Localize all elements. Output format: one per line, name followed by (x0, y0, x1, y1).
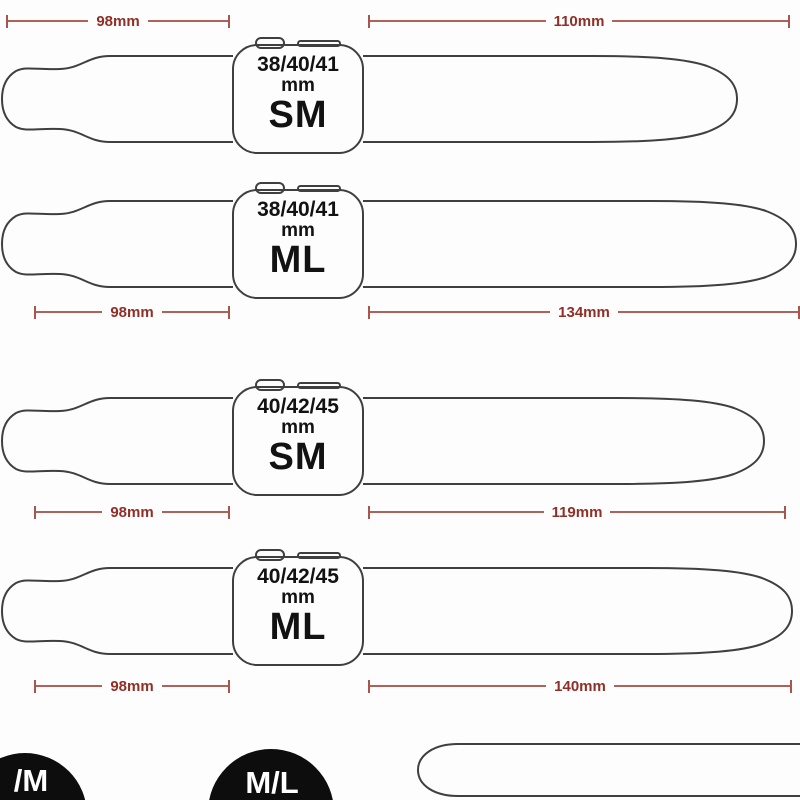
band-4-case-button (255, 549, 285, 561)
case-size-text: 40/42/45 (257, 395, 339, 418)
band-3-case-button (255, 379, 285, 391)
band-3-right-strap (363, 397, 766, 485)
case-unit-text: mm (281, 75, 315, 96)
dim-segment (370, 311, 551, 313)
dim-tick (798, 305, 800, 319)
dim-segment (36, 311, 103, 313)
dim-line-left-band4: 98mm (34, 677, 231, 695)
dim-segment (613, 685, 791, 687)
band-1 (0, 37, 739, 154)
band-3-left-strap (0, 397, 233, 485)
dim-tick (228, 505, 231, 519)
dim-tick (34, 679, 36, 693)
case-size-text: 38/40/41 (257, 198, 339, 221)
size-badge-right-label: M/L (245, 765, 299, 800)
dim-line-right-band2: 134mm (368, 303, 800, 321)
band-2-case-button (255, 182, 285, 194)
case-label-band2: 38/40/41 mm ML (233, 199, 363, 279)
dim-tick (784, 505, 786, 519)
dim-segment (161, 685, 229, 687)
case-label-band4: 40/42/45 mm ML (233, 566, 363, 646)
dim-tick (790, 679, 793, 693)
dim-line-left-band2: 98mm (34, 303, 231, 321)
band-fit-text: SM (268, 436, 328, 478)
dim-segment (147, 20, 229, 22)
band-4-left-strap (0, 567, 233, 655)
band-fit-text: ML (269, 239, 327, 281)
case-unit-text: mm (281, 220, 315, 241)
dim-segment (612, 20, 788, 22)
size-badge-left-circle (0, 753, 86, 800)
case-label-band1: 38/40/41 mm SM (233, 54, 363, 134)
dim-label-right-band3: 119mm (551, 503, 603, 521)
band-3-case-crown-slot (297, 382, 341, 389)
dim-tick (34, 305, 36, 319)
band-fit-text: ML (269, 606, 327, 648)
dim-line-left-band1: 98mm (6, 12, 231, 30)
dim-line-right-band4: 140mm (368, 677, 793, 695)
band-4 (0, 549, 794, 666)
band-1-case-button (255, 37, 285, 49)
dim-segment (161, 511, 229, 513)
band-2-left-strap (0, 200, 233, 288)
dim-segment (36, 685, 103, 687)
dim-line-right-band1: 110mm (368, 12, 790, 30)
dim-tick (368, 505, 370, 519)
band-3 (0, 379, 766, 496)
dim-label-right-band2: 134mm (558, 303, 610, 321)
case-unit-text: mm (281, 417, 315, 438)
dim-segment (617, 311, 799, 313)
case-label-band3: 40/42/45 mm SM (233, 396, 363, 476)
footer-shapes (0, 743, 800, 800)
case-size-text: 38/40/41 (257, 53, 339, 76)
dim-tick (228, 14, 231, 28)
band-2-case-crown-slot (297, 185, 341, 192)
band-4-case-crown-slot (297, 552, 341, 559)
size-badge-right-circle (209, 749, 333, 800)
dim-tick (368, 14, 370, 28)
band-4-right-strap (363, 567, 794, 655)
dim-segment (8, 20, 89, 22)
band-2-right-strap (363, 200, 798, 288)
dim-tick (368, 679, 370, 693)
partial-band-outline (416, 743, 800, 797)
dim-segment (370, 20, 546, 22)
dim-tick (34, 505, 36, 519)
dim-label-left-band2: 98mm (110, 303, 154, 321)
band-1-right-strap (363, 55, 739, 143)
dim-tick (368, 305, 370, 319)
size-badge-left-label: /M (13, 763, 49, 798)
case-size-text: 40/42/45 (257, 565, 339, 588)
dim-label-left-band4: 98mm (110, 677, 154, 695)
band-1-left-strap (0, 55, 233, 143)
dim-tick (228, 305, 231, 319)
band-fit-text: SM (268, 94, 328, 136)
dim-label-left-band1: 98mm (96, 12, 140, 30)
dim-line-right-band3: 119mm (368, 503, 786, 521)
dim-segment (161, 311, 229, 313)
dim-segment (370, 511, 544, 513)
dim-label-left-band3: 98mm (110, 503, 154, 521)
band-2 (0, 182, 798, 299)
band-1-case-crown-slot (297, 40, 341, 47)
dim-line-left-band3: 98mm (34, 503, 231, 521)
dim-segment (36, 511, 103, 513)
dim-tick (6, 14, 8, 28)
dim-tick (228, 679, 231, 693)
dim-label-right-band4: 140mm (554, 677, 606, 695)
dim-tick (788, 14, 790, 28)
case-unit-text: mm (281, 587, 315, 608)
dim-label-right-band1: 110mm (553, 12, 605, 30)
dim-segment (610, 511, 784, 513)
dim-segment (370, 685, 547, 687)
